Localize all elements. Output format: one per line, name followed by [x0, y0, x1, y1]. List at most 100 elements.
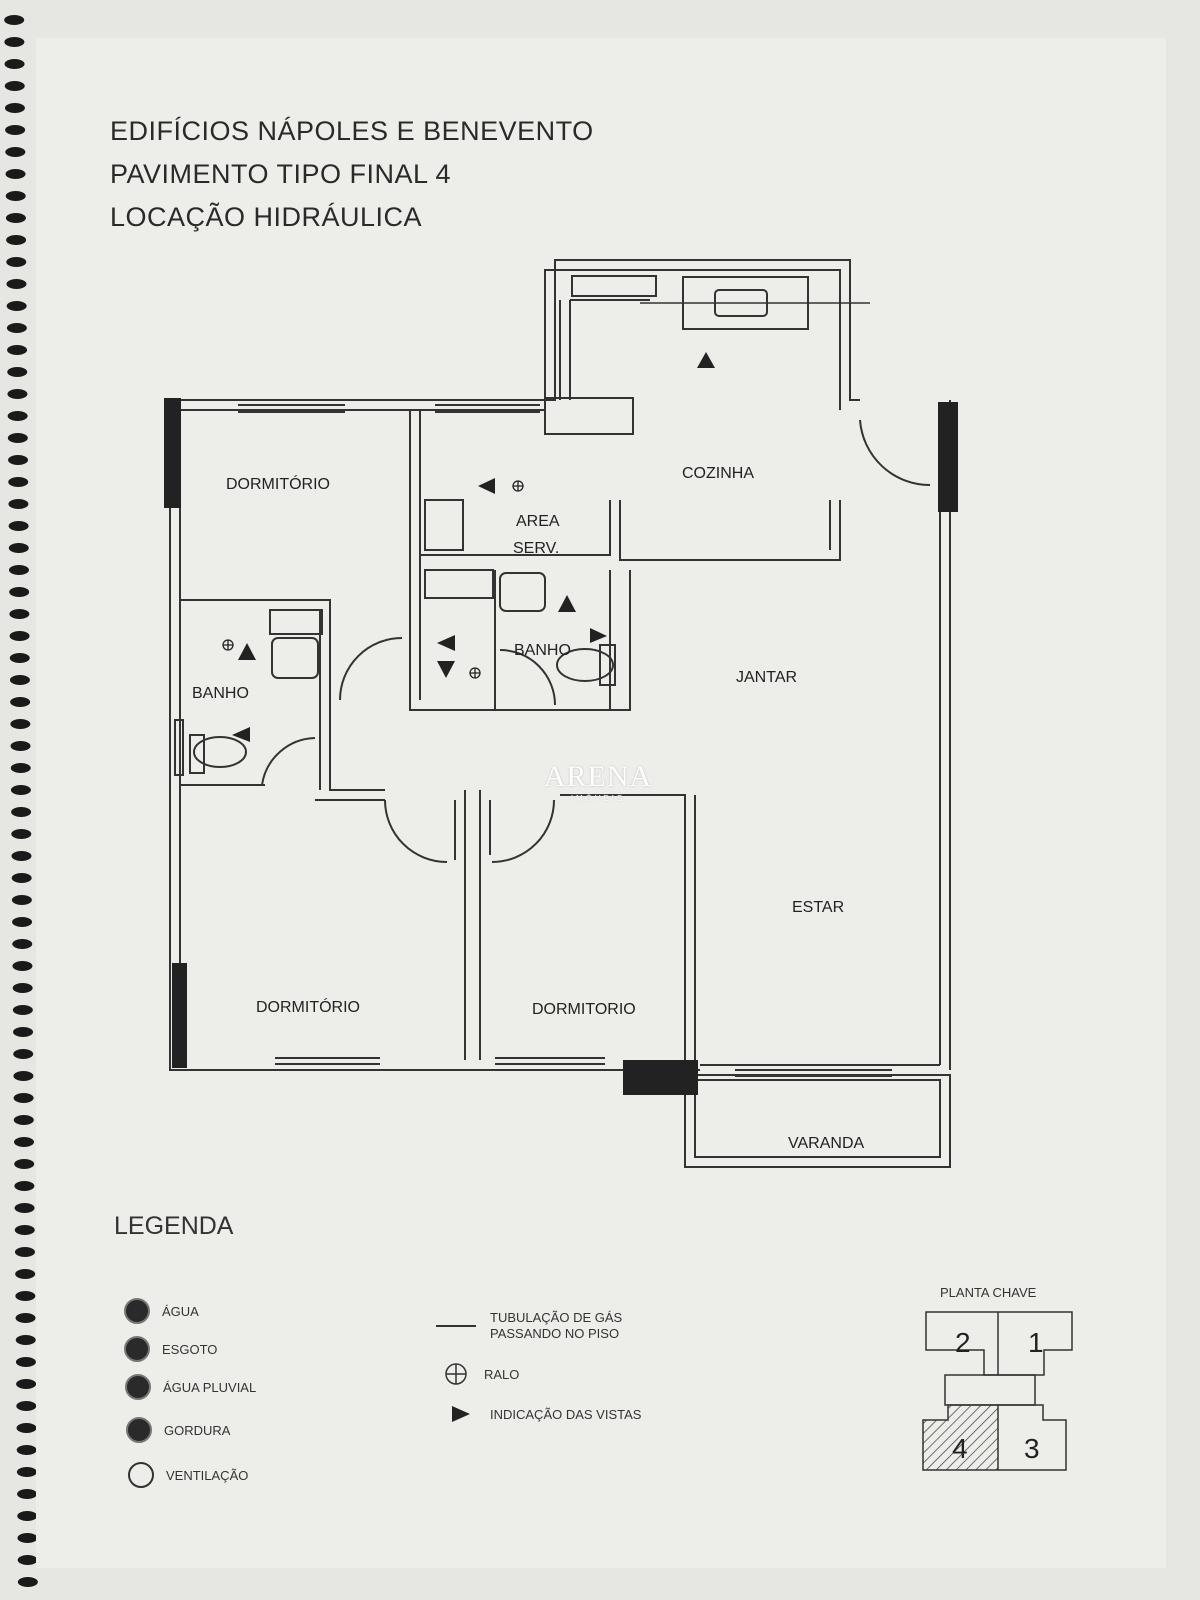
view-arrow-icon — [238, 643, 256, 660]
spiral-coil — [13, 1027, 34, 1037]
key-unit-1: 1 — [1028, 1327, 1044, 1358]
spiral-coil — [9, 609, 30, 619]
legend-ralo: RALO — [444, 1362, 519, 1386]
spiral-coil — [14, 1203, 35, 1213]
legend-esgoto: ESGOTO — [124, 1336, 217, 1362]
spiral-coil — [16, 1423, 37, 1433]
spiral-coil — [13, 1115, 34, 1125]
spiral-coil — [4, 81, 25, 91]
spiral-coil — [14, 1247, 35, 1257]
spiral-coil — [4, 37, 25, 47]
key-unit-2: 2 — [955, 1327, 971, 1358]
view-arrow-icon — [558, 595, 576, 612]
legend-vistas: INDICAÇÃO DAS VISTAS — [450, 1404, 641, 1424]
walls — [169, 259, 951, 1168]
room-label-jantar: JANTAR — [736, 669, 797, 686]
ventilation-circle-icon — [128, 1462, 154, 1488]
spiral-coil — [8, 477, 29, 487]
spiral-coil — [4, 103, 25, 113]
spiral-coil — [16, 1379, 37, 1389]
spiral-coil — [12, 939, 33, 949]
key-plan-title: PLANTA CHAVE — [940, 1285, 1037, 1300]
view-arrow-icon — [437, 661, 455, 678]
room-label-area-serv: AREA — [516, 513, 560, 530]
drain-icon — [445, 1363, 467, 1385]
spiral-coil — [7, 345, 28, 355]
view-arrow-icon — [232, 727, 250, 742]
spiral-coil — [15, 1357, 36, 1367]
key-unit-4: 4 — [952, 1433, 968, 1464]
spiral-coil — [10, 719, 31, 729]
spiral-coil — [6, 257, 27, 267]
spiral-coil — [7, 411, 28, 421]
spiral-coil — [7, 433, 28, 443]
spiral-coil — [11, 851, 32, 861]
spiral-coil — [10, 741, 31, 751]
spiral-coil — [5, 147, 26, 157]
spiral-binding — [4, 15, 38, 1587]
spiral-coil — [13, 1137, 34, 1147]
view-arrow-icon — [590, 628, 607, 643]
spiral-coil — [14, 1181, 35, 1191]
room-label-area-serv: SERV. — [513, 540, 559, 557]
spiral-coil — [15, 1291, 36, 1301]
sewage-dot-icon — [124, 1336, 150, 1362]
spiral-coil — [9, 653, 30, 663]
spiral-coil — [13, 1071, 34, 1081]
spiral-coil — [12, 1005, 33, 1015]
spiral-coil — [8, 521, 29, 531]
watermark-logo: ARENA IMÓVEIS — [528, 760, 668, 803]
title-line-2: PAVIMENTO TIPO FINAL 4 — [110, 159, 452, 189]
key-plan — [922, 1311, 1073, 1471]
spiral-coil — [14, 1225, 35, 1235]
spiral-coil — [9, 631, 30, 641]
spiral-coil — [4, 15, 25, 25]
watermark-brand: ARENA — [543, 760, 653, 793]
view-arrow-icon — [697, 352, 715, 368]
legend-title: LEGENDA — [114, 1212, 234, 1240]
spiral-coil — [17, 1511, 38, 1521]
spiral-coil — [10, 763, 31, 773]
solid-wall-blocks — [164, 398, 958, 1095]
spiral-coil — [9, 675, 30, 685]
spiral-coil — [15, 1269, 36, 1279]
spiral-coil — [6, 323, 27, 333]
spiral-coil — [6, 279, 27, 289]
spiral-coil — [16, 1445, 37, 1455]
room-label-estar: ESTAR — [792, 899, 844, 916]
spiral-coil — [7, 389, 28, 399]
spiral-coil — [7, 367, 28, 377]
room-label-banho: BANHO — [192, 685, 249, 702]
spiral-coil — [15, 1335, 36, 1345]
spiral-coil — [9, 587, 30, 597]
spiral-coil — [11, 829, 32, 839]
spiral-coil — [14, 1159, 35, 1169]
legend-agua: ÁGUA — [124, 1298, 199, 1324]
room-label-varanda: VARANDA — [788, 1135, 864, 1152]
spiral-coil — [17, 1577, 38, 1587]
spiral-coil — [10, 785, 31, 795]
spiral-coil — [5, 169, 26, 179]
grease-dot-icon — [126, 1417, 152, 1443]
spiral-coil — [12, 983, 33, 993]
page-title: EDIFÍCIOS NÁPOLES E BENEVENTO PAVIMENTO … — [110, 110, 594, 239]
spiral-coil — [17, 1533, 38, 1543]
room-labels: DORMITÓRIO AREA SERV. COZINHA BANHO BANH… — [192, 465, 864, 1152]
legend-gordura: GORDURA — [126, 1417, 230, 1443]
key-unit-3: 3 — [1024, 1433, 1040, 1464]
spiral-coil — [17, 1489, 38, 1499]
spiral-coil — [13, 1093, 34, 1103]
view-arrow-icon — [437, 635, 455, 651]
room-label-dormitorio: DORMITORIO — [532, 1001, 636, 1018]
spiral-coil — [12, 961, 33, 971]
room-label-cozinha: COZINHA — [682, 465, 754, 482]
spiral-coil — [10, 697, 31, 707]
legend-ventilacao: VENTILAÇÃO — [128, 1462, 248, 1488]
spiral-coil — [6, 301, 27, 311]
view-arrow-icon — [452, 1406, 470, 1422]
spiral-coil — [5, 191, 26, 201]
gas-line-icon — [436, 1325, 476, 1327]
title-line-3: LOCAÇÃO HIDRÁULICA — [110, 202, 423, 232]
